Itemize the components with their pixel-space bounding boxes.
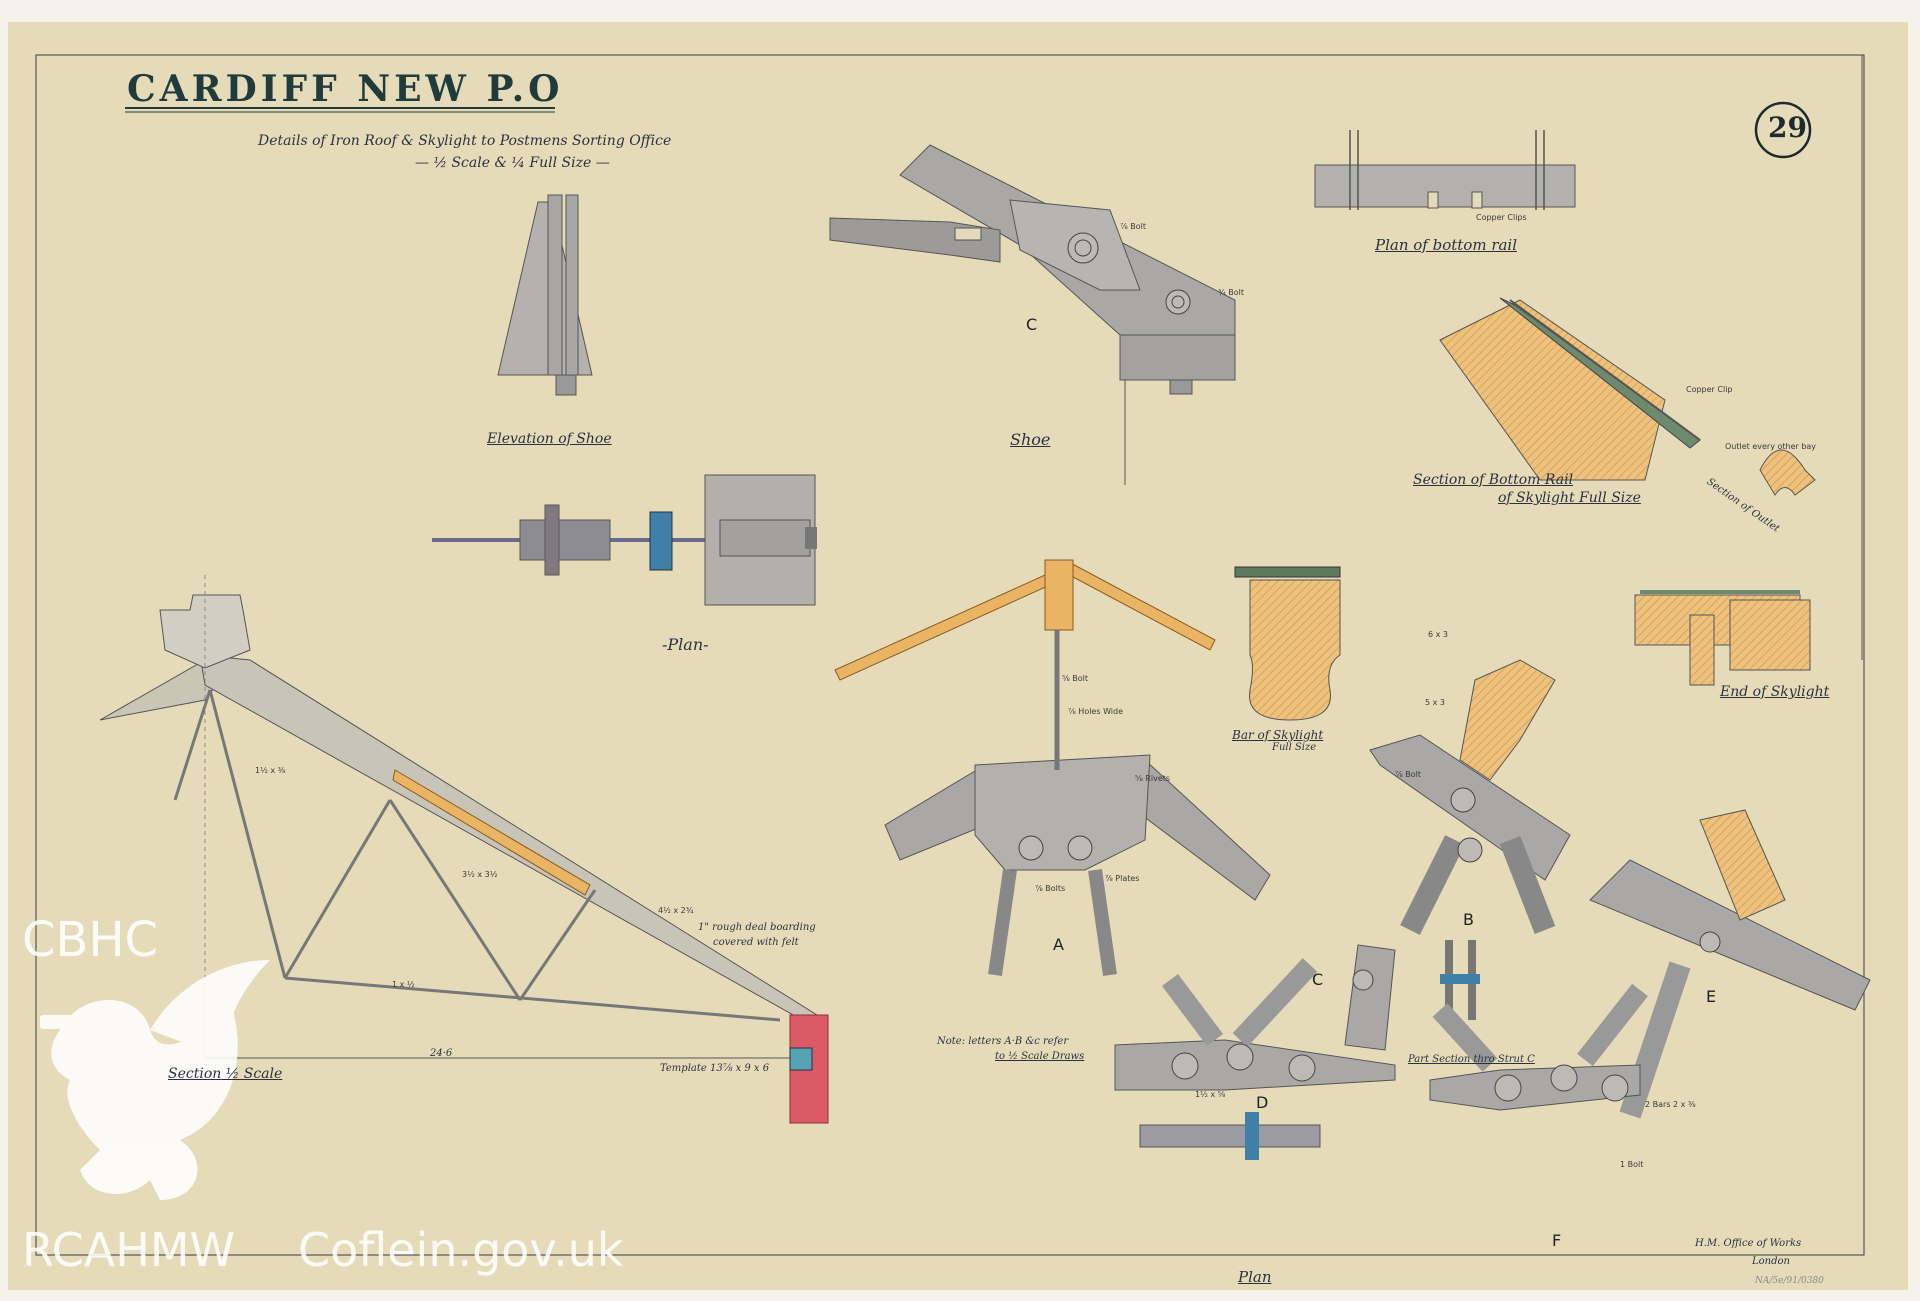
- dim-label: ⅞ Holes Wide: [1068, 707, 1124, 716]
- caption-plan: -Plan-: [662, 635, 709, 654]
- dim-label: ⅞ Bolt: [1120, 222, 1147, 231]
- detail-letter-d: D: [1256, 1093, 1269, 1112]
- note-span: 24·6: [430, 1048, 453, 1059]
- detail-letter-c: C: [1312, 970, 1324, 989]
- dim-label: 6 x 3: [1428, 630, 1448, 639]
- detail-a-drawing: [834, 559, 1271, 976]
- caption-section-bottom-rail-2: of Skylight Full Size: [1498, 490, 1641, 506]
- dim-label: 1 Bolt: [1620, 1160, 1644, 1169]
- caption-part-section-strut: Part Section thro Strut C: [1408, 1054, 1535, 1065]
- note-hm-office-1: H.M. Office of Works: [1695, 1238, 1802, 1249]
- plan-of-bottom-rail-drawing: [1314, 130, 1576, 210]
- dim-label: 1½ x ⅜: [255, 766, 286, 775]
- caption-bar-of-skylight-2: Full Size: [1272, 742, 1317, 753]
- detail-e-drawing: [1589, 809, 1871, 1119]
- roof-truss-section-drawing: [99, 575, 829, 1124]
- dim-label: ¾ Bolt: [1218, 288, 1245, 297]
- bar-of-skylight-drawing: [1234, 566, 1341, 721]
- dim-label: ⅝ Rivets: [1135, 774, 1171, 783]
- caption-bar-of-skylight-1: Bar of Skylight: [1232, 728, 1324, 742]
- note-rough-deal-1: 1" rough deal boarding: [698, 922, 816, 933]
- dim-label: 1 x ½: [392, 980, 415, 989]
- note-ref-number: NA/5e/91/0380: [1755, 1276, 1824, 1286]
- note-copper-clips: Copper Clips: [1476, 213, 1527, 222]
- detail-letter-a: A: [1053, 935, 1064, 954]
- sheet-number-circle: [1754, 101, 1812, 159]
- caption-section-half-scale: Section ½ Scale: [168, 1066, 283, 1082]
- detail-d-drawing: [1114, 958, 1396, 1160]
- watermark-coflein: Coflein.gov.uk: [298, 1223, 624, 1277]
- detail-c-strut-drawing: [1344, 940, 1480, 1051]
- detail-letter-e: E: [1706, 987, 1717, 1006]
- dim-label: 5 x 3: [1425, 698, 1445, 707]
- dim-label: ⅝ Bolt: [1062, 674, 1089, 683]
- scale-line: — ½ Scale & ¼ Full Size —: [415, 155, 610, 171]
- note-hm-office-2: London: [1752, 1256, 1790, 1267]
- watermark-rcahmw: RCAHMW: [22, 1223, 236, 1277]
- shoe-detail-c: [829, 144, 1236, 485]
- caption-elevation-of-shoe: Elevation of Shoe: [487, 431, 612, 447]
- dim-label: 1½ x ⅝: [1195, 1090, 1226, 1099]
- note-rough-deal-2: covered with felt: [713, 937, 799, 948]
- watermark-cbhc: CBHC: [22, 912, 159, 968]
- dim-label: ⅞ Plates: [1105, 874, 1140, 883]
- shoe-plan-drawing: [432, 474, 817, 606]
- sheet-subtitle: Details of Iron Roof & Skylight to Postm…: [258, 133, 672, 149]
- dragon-watermark-logo: [40, 960, 270, 1200]
- end-of-skylight-drawing: [1634, 590, 1811, 686]
- note-letters-2: to ½ Scale Draws: [995, 1051, 1085, 1062]
- caption-section-bottom-rail-1: Section of Bottom Rail: [1413, 472, 1574, 488]
- dim-label: 3½ x 3½: [462, 870, 498, 879]
- note-outlet-every: Outlet every other bay: [1725, 442, 1817, 451]
- border-frame: [35, 54, 1865, 1256]
- sheet-number: 29: [1768, 111, 1807, 144]
- caption-end-of-skylight: End of Skylight: [1720, 684, 1830, 700]
- caption-shoe: Shoe: [1010, 430, 1051, 449]
- note-letters-1: Note: letters A·B &c refer: [937, 1036, 1069, 1047]
- detail-b-drawing: [1369, 659, 1571, 935]
- detail-f-drawing: [1429, 983, 1648, 1111]
- paper: [8, 22, 1908, 1290]
- detail-letter-f: F: [1552, 1231, 1562, 1250]
- note-template: Template 13⅞ x 9 x 6: [660, 1063, 770, 1074]
- elevation-of-shoe-drawing: [497, 194, 593, 396]
- section-of-bottom-rail-drawing: [1439, 297, 1816, 496]
- caption-plan-bottom: Plan: [1238, 1268, 1272, 1286]
- sheet-title: CARDIFF NEW P.O: [127, 68, 564, 110]
- dim-label: ⅞ Bolts: [1035, 884, 1066, 893]
- detail-letter-c-shoe: C: [1026, 315, 1038, 334]
- dim-label: ⅞ Bolt: [1395, 770, 1422, 779]
- caption-plan-of-bottom-rail: Plan of bottom rail: [1375, 236, 1518, 254]
- detail-letter-b: B: [1463, 910, 1474, 929]
- note-copper-clip: Copper Clip: [1686, 385, 1733, 394]
- dim-label: 4½ x 2¾: [658, 906, 694, 915]
- dim-label: 2 Bars 2 x ⅜: [1645, 1100, 1696, 1109]
